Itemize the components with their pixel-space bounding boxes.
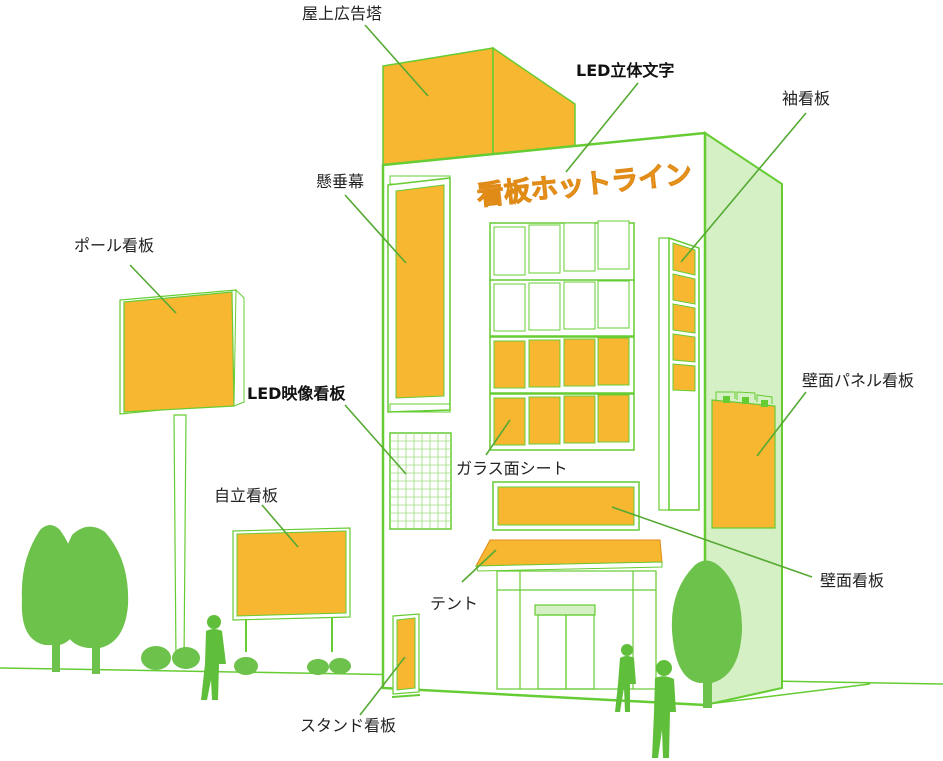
projecting-sign [658,236,700,511]
freestanding-sign [232,527,351,652]
rooftop-billboard [382,46,576,169]
leader-jiritsu [261,504,299,548]
label-glass-sheet: ガラス面シート [456,459,568,478]
tree-left [21,525,129,674]
tree-right [671,560,742,708]
person-right [652,660,676,758]
label-wall-sign: 壁面看板 [820,571,885,590]
leader-tent [461,549,497,583]
hanging-banner [387,175,451,413]
label-pole-sign: ポール看板 [74,236,155,255]
leader-hekimen-panel [756,391,807,457]
leader-pole [129,264,177,314]
person-silhouettes [201,615,676,758]
leader-okujou [364,24,429,97]
tent-awning [475,539,663,572]
label-projecting-sign: 袖看板 [782,89,831,108]
leader-led-eizou [344,404,407,475]
person-left [201,615,226,700]
leader-led-rittai [565,82,639,173]
person-middle [615,644,636,712]
window-panes-top [493,220,630,332]
leader-glass [485,419,511,456]
wall-panel-sign [711,391,776,529]
label-freestanding-sign: 自立看板 [214,486,279,505]
window-grid [489,220,635,451]
led-video-screen [389,432,452,530]
label-led-video-screen: LED映像看板 [247,384,346,403]
label-stand-sign: スタンド看板 [300,716,397,735]
entrance [496,570,657,690]
wall-sign [492,481,640,531]
label-led-3d-letters: LED立体文字 [576,61,675,80]
label-hanging-banner: 懸垂幕 [316,172,365,191]
pole-sign [119,288,245,663]
label-wall-panel-sign: 壁面パネル看板 [802,371,915,390]
stand-sign [391,613,421,698]
label-rooftop-billboard: 屋上広告塔 [302,4,383,23]
leader-hekimen [611,506,813,578]
shrubs [141,646,351,675]
leader-lines [129,24,813,716]
leader-kensui [344,194,407,264]
ground-line-right [699,683,871,706]
label-tent: テント [430,594,479,613]
leader-sode [680,112,807,263]
leader-stand [359,656,406,716]
